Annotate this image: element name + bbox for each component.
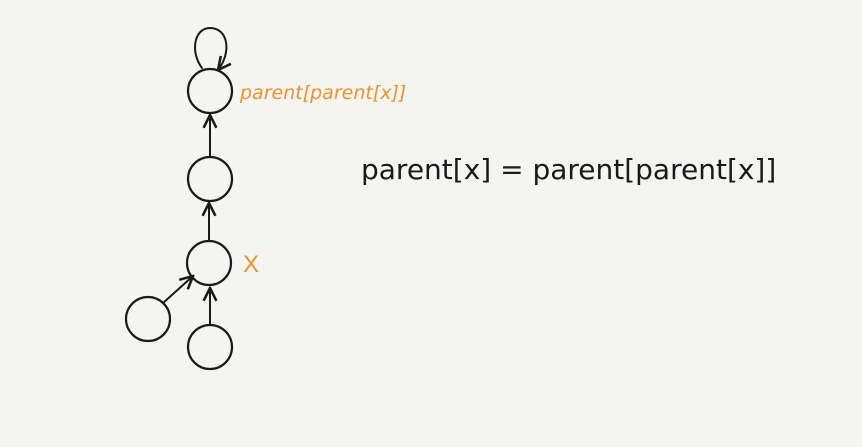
node-root	[186, 67, 234, 115]
root-self-loop	[194, 26, 226, 70]
node-left-child	[124, 295, 172, 343]
edge-left-child-to-x	[162, 276, 193, 304]
formula-text: parent[x] = parent[parent[x]]	[361, 153, 776, 186]
x-annotation-label: X	[243, 251, 259, 278]
root-annotation-label: parent[parent[x]]	[239, 82, 406, 104]
node-right-child	[186, 323, 234, 371]
node-middle	[186, 155, 234, 203]
node-x	[185, 239, 233, 287]
